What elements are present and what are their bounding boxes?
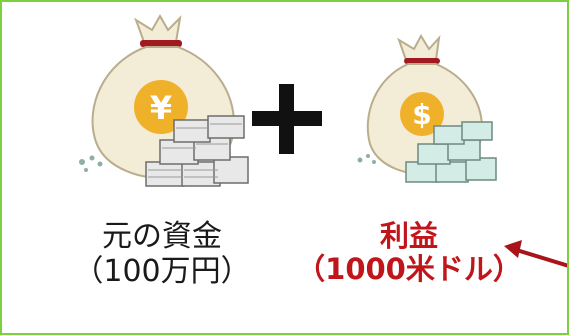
original-capital-title: 元の資金 xyxy=(102,219,222,254)
profit-amount: （1000米ドル） xyxy=(296,252,522,287)
profit-label: 利益 （1000米ドル） xyxy=(274,219,544,287)
plus-icon xyxy=(252,84,322,154)
dollar-symbol: $ xyxy=(412,98,431,131)
yen-money-bag-icon: ¥ xyxy=(79,13,249,187)
profit-title: 利益 xyxy=(379,219,438,253)
pointer-arrow-icon xyxy=(504,240,567,268)
original-capital-amount: （100万円） xyxy=(73,253,251,289)
yen-symbol: ¥ xyxy=(150,89,172,127)
dollar-money-bag-icon: $ xyxy=(357,34,497,183)
original-capital-label: 元の資金 （100万円） xyxy=(42,219,282,289)
